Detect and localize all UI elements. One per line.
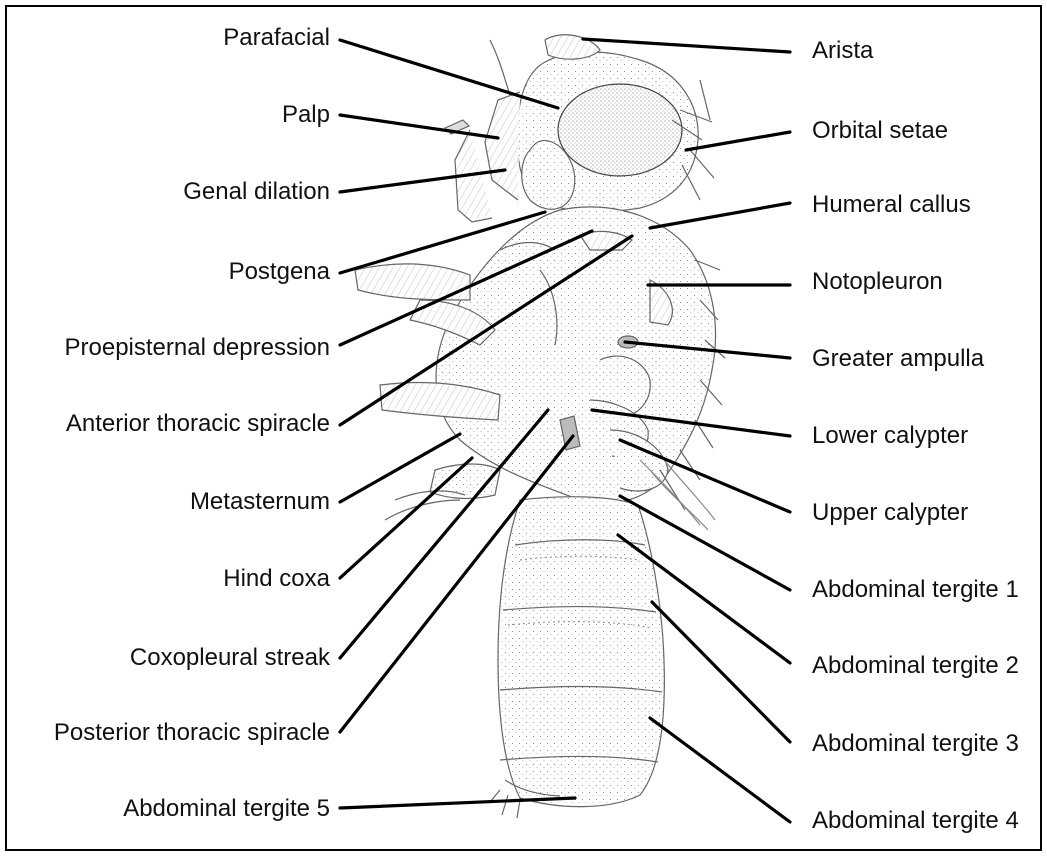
label-genal-dilation: Genal dilation (183, 178, 330, 206)
leader-palp (340, 115, 498, 138)
label-abdominal-tergite-4: Abdominal tergite 4 (812, 807, 1019, 835)
abdomen (490, 497, 664, 818)
label-notopleuron: Notopleuron (812, 268, 943, 296)
label-abdominal-tergite-5: Abdominal tergite 5 (123, 795, 330, 823)
label-humeral-callus: Humeral callus (812, 191, 971, 219)
label-abdominal-tergite-1: Abdominal tergite 1 (812, 576, 1019, 604)
leader-orbital-setae (686, 132, 790, 150)
label-proepisternal-depression: Proepisternal depression (65, 334, 331, 362)
label-lower-calypter: Lower calypter (812, 422, 968, 450)
label-metasternum: Metasternum (190, 488, 330, 516)
head (445, 35, 714, 222)
label-coxopleural-streak: Coxopleural streak (130, 644, 330, 672)
leader-hind-coxa (340, 458, 472, 578)
label-postgena: Postgena (229, 258, 330, 286)
label-parafacial: Parafacial (223, 24, 330, 52)
label-abdominal-tergite-3: Abdominal tergite 3 (812, 730, 1019, 758)
fly-illustration (355, 35, 725, 818)
label-hind-coxa: Hind coxa (223, 565, 330, 593)
label-palp: Palp (282, 101, 330, 129)
label-orbital-setae: Orbital setae (812, 117, 948, 145)
leader-arista (583, 39, 790, 52)
leader-parafacial (340, 40, 558, 108)
label-abdominal-tergite-2: Abdominal tergite 2 (812, 652, 1019, 680)
leader-abdominal-tergite-4 (650, 718, 790, 822)
label-greater-ampulla: Greater ampulla (812, 345, 984, 373)
leader-abdominal-tergite-3 (652, 602, 790, 742)
label-posterior-thoracic-spiracle: Posterior thoracic spiracle (54, 719, 330, 747)
label-arista: Arista (812, 37, 873, 65)
leader-humeral-callus (650, 203, 790, 228)
label-upper-calypter: Upper calypter (812, 499, 968, 527)
label-anterior-thoracic-spiracle: Anterior thoracic spiracle (66, 410, 330, 438)
